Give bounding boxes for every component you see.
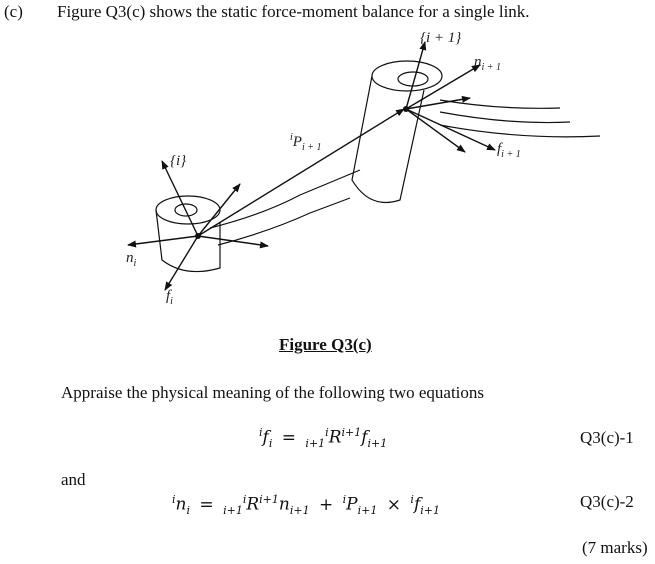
link-body [209, 99, 601, 246]
vectors-frame-i [127, 108, 405, 291]
equation-q3c-1: ifi = i+1iRi+1fi+1 [259, 426, 388, 451]
link-diagram: {i + 1} {i} ni + 1 fi + 1 iPi + 1 ni fi [126, 30, 601, 307]
label-f-next: fi + 1 [497, 141, 521, 160]
instruction-text: Appraise the physical meaning of the fol… [61, 383, 485, 402]
joint-i-cylinder [155, 195, 221, 273]
vectors-frame-next [405, 41, 496, 153]
and-text: and [61, 470, 86, 489]
question-label: (c) [4, 2, 23, 21]
label-n-i: ni [126, 250, 137, 269]
label-n-next: ni + 1 [474, 54, 501, 73]
figure-caption: Figure Q3(c) [279, 335, 372, 354]
label-frame-i: {i} [170, 153, 186, 169]
origin-i-dot [195, 233, 201, 239]
origin-next-dot [403, 106, 409, 112]
equation-tag-2: Q3(c)-2 [580, 492, 634, 511]
marks-allocation: (7 marks) [582, 538, 648, 557]
equation-tag-1: Q3(c)-1 [580, 428, 634, 447]
joint-next-cylinder [351, 60, 443, 204]
label-p-vector: iPi + 1 [290, 132, 321, 153]
label-frame-next: {i + 1} [420, 30, 461, 46]
equation-q3c-2: ini = i+1iRi+1ni+1 + iPi+1 × ifi+1 [172, 493, 440, 518]
label-f-i: fi [166, 288, 173, 307]
question-intro: Figure Q3(c) shows the static force-mome… [57, 2, 530, 21]
